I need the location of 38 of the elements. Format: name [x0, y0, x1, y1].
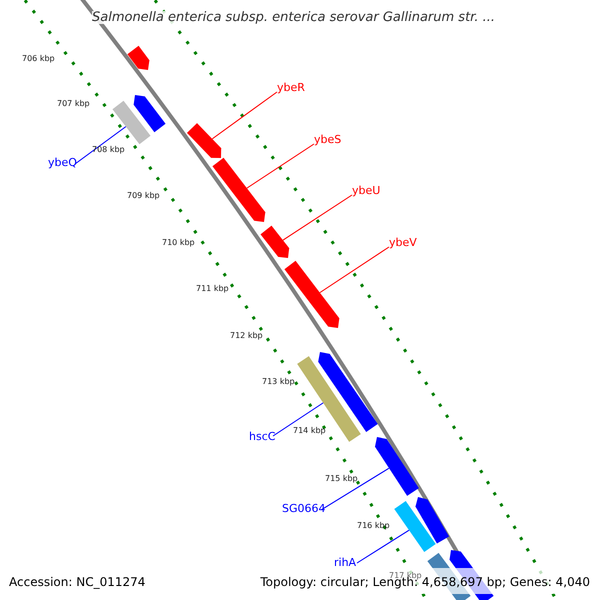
position-label: 706 kbp — [22, 55, 55, 63]
leader-line — [246, 144, 314, 189]
gene-bar — [134, 95, 166, 132]
leader-line — [356, 530, 410, 564]
gene-bar — [112, 100, 151, 144]
gene-label: ybeS — [314, 134, 342, 145]
position-label: 709 kbp — [127, 192, 160, 200]
gene-label: ybeV — [389, 237, 417, 248]
gene-label: rihA — [334, 557, 356, 568]
footer-text: Accession: NC_011274 — [9, 576, 146, 588]
gene-bar — [212, 158, 266, 222]
gene-bar — [284, 260, 340, 328]
leader-line — [282, 194, 352, 241]
position-label: 708 kbp — [92, 146, 125, 154]
position-label: 707 kbp — [57, 100, 90, 108]
gene-label: ybeR — [277, 82, 305, 93]
gene-label: ybeQ — [48, 157, 77, 168]
leader-line — [320, 468, 390, 510]
gene-label: SG0664 — [282, 503, 326, 514]
leader-line — [74, 126, 126, 164]
leader-line — [272, 402, 324, 436]
gene-bar — [260, 226, 290, 258]
gene-bar — [394, 501, 436, 552]
title: Salmonella enterica subsp. enterica serovar Gallinarum str. ... — [92, 11, 495, 24]
leader-line — [319, 246, 390, 294]
position-label: 713 kbp — [262, 378, 295, 386]
gene-bar — [127, 46, 150, 70]
gene-label: hscC — [249, 431, 276, 442]
position-label: 712 kbp — [230, 332, 263, 340]
gene-label: ybeU — [352, 185, 380, 196]
gene-bar — [374, 437, 419, 496]
position-label: 710 kbp — [162, 239, 195, 247]
position-label: 714 kbp — [293, 427, 326, 435]
position-label: 715 kbp — [325, 475, 358, 483]
gene-bar — [186, 123, 222, 158]
position-label: 711 kbp — [196, 285, 229, 293]
leader-line — [212, 92, 278, 140]
gene-bar — [415, 497, 450, 544]
